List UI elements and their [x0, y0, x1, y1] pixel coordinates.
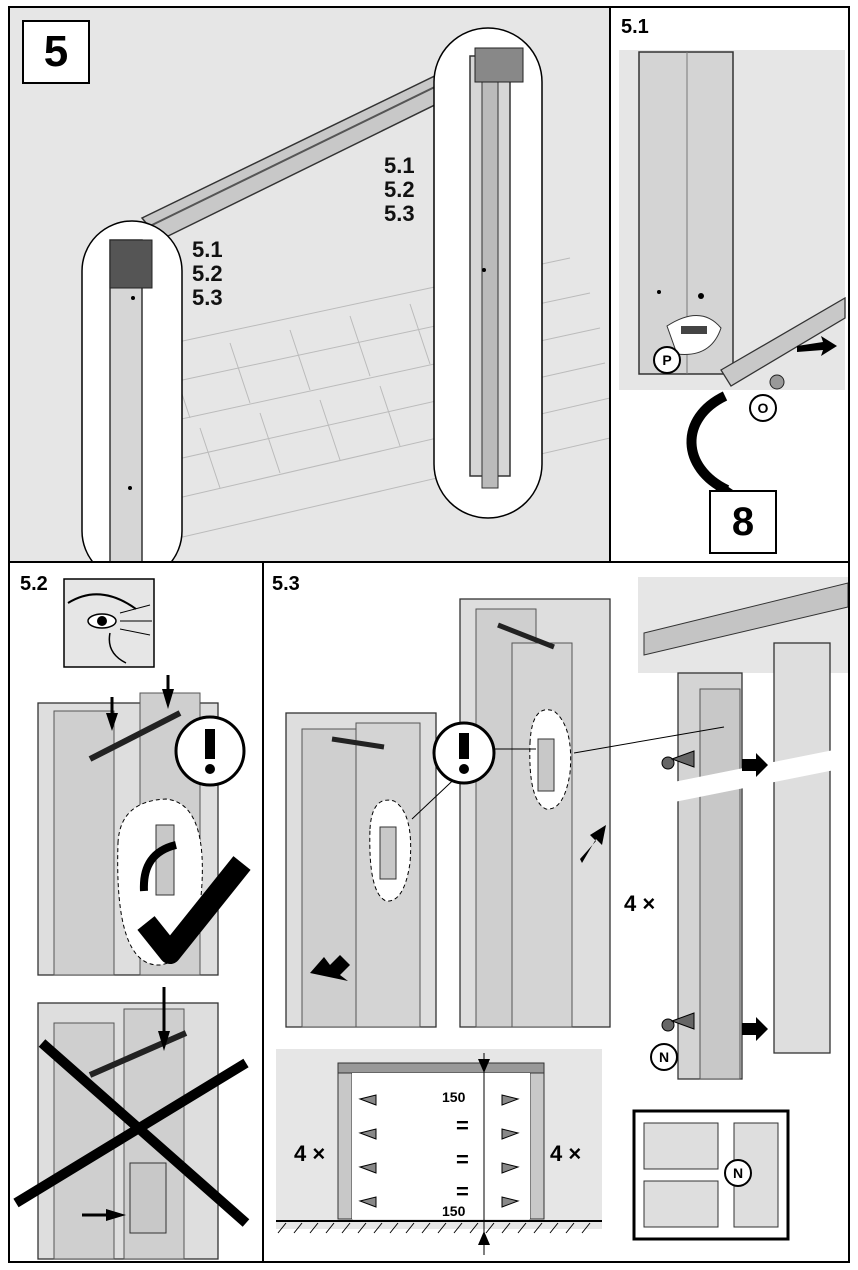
- goto-arrow: [686, 391, 730, 495]
- qty-screws-label: 4 ×: [624, 891, 656, 916]
- check-icon: [137, 856, 251, 964]
- qty-right-label: 4 ×: [550, 1141, 582, 1166]
- wall-plate: [773, 642, 831, 1054]
- panel-label: 5.2: [20, 573, 48, 595]
- dim-bottom: 150: [442, 1203, 466, 1219]
- dim-equal: =: [456, 1179, 469, 1204]
- dim-equal: =: [456, 1147, 469, 1172]
- ref-label: 5.3: [384, 201, 415, 226]
- dim-top: 150: [442, 1089, 466, 1105]
- screw-icon: [661, 1012, 695, 1032]
- part-callout-N: N: [724, 1159, 752, 1187]
- arrow-right: [742, 753, 768, 777]
- refs-left: 5.1 5.2 5.3: [192, 238, 223, 310]
- ref-label: 5.1: [192, 237, 223, 262]
- screw-icon: [661, 750, 695, 770]
- panel-5-2: 5.2: [8, 561, 264, 1263]
- cross-icon: [13, 1039, 250, 1227]
- goto-step-box: 8: [709, 490, 777, 554]
- panel-5-1: 5.1 P O 8: [609, 6, 850, 563]
- refs-right: 5.1 5.2 5.3: [384, 154, 415, 226]
- ref-label: 5.2: [384, 177, 415, 202]
- part-callout-P: P: [653, 346, 681, 374]
- detail-5-2-illustration: [13, 578, 251, 1260]
- panel-step-5: 5 5.1 5.2 5.3 5.1 5.2 5.3: [8, 6, 611, 563]
- overview-illustration: [10, 8, 609, 561]
- dim-equal: =: [456, 1113, 469, 1138]
- screw-icons-left: [358, 1094, 377, 1208]
- qty-left-label: 4 ×: [294, 1141, 326, 1166]
- ref-label: 5.1: [384, 153, 415, 178]
- panel-label: 5.1: [621, 16, 649, 38]
- floor-rail: [720, 296, 846, 387]
- part-callout-N: N: [650, 1043, 678, 1071]
- panel-label: 5.3: [272, 573, 300, 595]
- nut: [769, 374, 785, 390]
- ref-label: 5.2: [192, 261, 223, 286]
- arrow-up-right: [580, 825, 606, 863]
- detail-5-3-illustration: [276, 577, 848, 1255]
- step-number-box: 5: [22, 20, 90, 84]
- arrow-right: [742, 1017, 768, 1041]
- ref-label: 5.3: [192, 285, 223, 310]
- screw-icons-right: [501, 1094, 520, 1208]
- detail-5-1-illustration: [619, 50, 846, 510]
- arrow-down-left: [310, 955, 350, 981]
- panel-5-3: 5.3 4 × N 4 × 4 × 150 = = = 150 N: [262, 561, 850, 1263]
- part-callout-O: O: [749, 394, 777, 422]
